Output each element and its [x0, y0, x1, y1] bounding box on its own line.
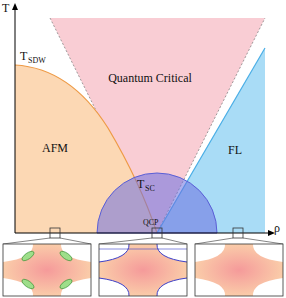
inset-frame	[3, 244, 91, 296]
temperature-subscript: SC	[145, 185, 155, 193]
fermi-surface-fl	[195, 244, 283, 296]
temperature-label: T	[137, 178, 144, 190]
region-label: FL	[228, 144, 242, 156]
zoom-marker	[233, 228, 243, 238]
inset-frame	[99, 244, 187, 296]
inset-frame	[195, 244, 283, 296]
phase-region: AFM	[30, 138, 80, 158]
axis-label: ρ	[274, 222, 280, 234]
axis-arrow	[12, 3, 18, 10]
rho-axis	[15, 233, 272, 234]
temperature-label: T	[20, 50, 27, 62]
axis-label: T	[2, 2, 9, 14]
phase-region: Quantum Critical	[95, 68, 205, 88]
zoom-marker	[50, 228, 60, 238]
zoom-lines	[3, 238, 283, 244]
sc-dome	[97, 173, 217, 233]
fermi-surface-qcp	[99, 244, 187, 296]
region-label: AFM	[42, 142, 68, 154]
zoom-marker	[152, 228, 162, 238]
region-label: Quantum Critical	[108, 72, 192, 84]
point-label: QCP	[143, 219, 159, 227]
axis-arrow	[268, 230, 275, 236]
temperature-subscript: SDW	[28, 57, 46, 65]
t-axis	[15, 6, 16, 233]
phase-region: TSC QCP	[97, 173, 217, 233]
fermi-surface-afm	[3, 244, 91, 296]
phase-region: FL	[215, 140, 255, 160]
